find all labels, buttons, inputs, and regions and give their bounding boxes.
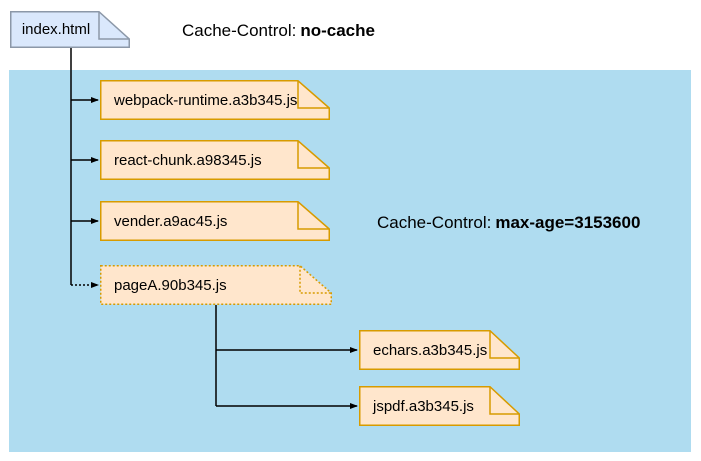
file-note-shape	[10, 11, 130, 48]
file-note-shape	[100, 140, 330, 180]
node-label: pageA.90b345.js	[114, 276, 227, 294]
caption-prefix: Cache-Control:	[377, 213, 492, 232]
node-echars[interactable]: echars.a3b345.js	[359, 330, 520, 370]
caption-value: max-age=3153600	[495, 213, 641, 232]
file-note-shape	[100, 80, 330, 120]
node-pagea[interactable]: pageA.90b345.js	[100, 265, 332, 305]
node-label: jspdf.a3b345.js	[373, 397, 474, 415]
node-vender[interactable]: vender.a9ac45.js	[100, 201, 330, 241]
node-label: index.html	[21, 21, 91, 38]
node-label: echars.a3b345.js	[373, 341, 488, 359]
caption-prefix: Cache-Control:	[182, 21, 297, 40]
caption-no-cache: Cache-Control:no-cache	[182, 21, 375, 41]
node-webpack-runtime[interactable]: webpack-runtime.a3b345.js	[100, 80, 330, 120]
file-note-shape	[359, 386, 520, 426]
file-note-shape	[100, 201, 330, 241]
node-label: react-chunk.a98345.js	[114, 151, 262, 169]
node-react-chunk[interactable]: react-chunk.a98345.js	[100, 140, 330, 180]
node-jspdf[interactable]: jspdf.a3b345.js	[359, 386, 520, 426]
file-note-shape	[359, 330, 520, 370]
long-cache-zone	[9, 70, 691, 452]
caption-value: no-cache	[300, 21, 375, 40]
node-index-html[interactable]: index.html	[10, 11, 130, 48]
caption-max-age: Cache-Control:max-age=3153600	[377, 213, 640, 233]
file-note-shape	[100, 265, 332, 305]
node-label: webpack-runtime.a3b345.js	[114, 91, 298, 109]
node-label: vender.a9ac45.js	[114, 212, 228, 230]
